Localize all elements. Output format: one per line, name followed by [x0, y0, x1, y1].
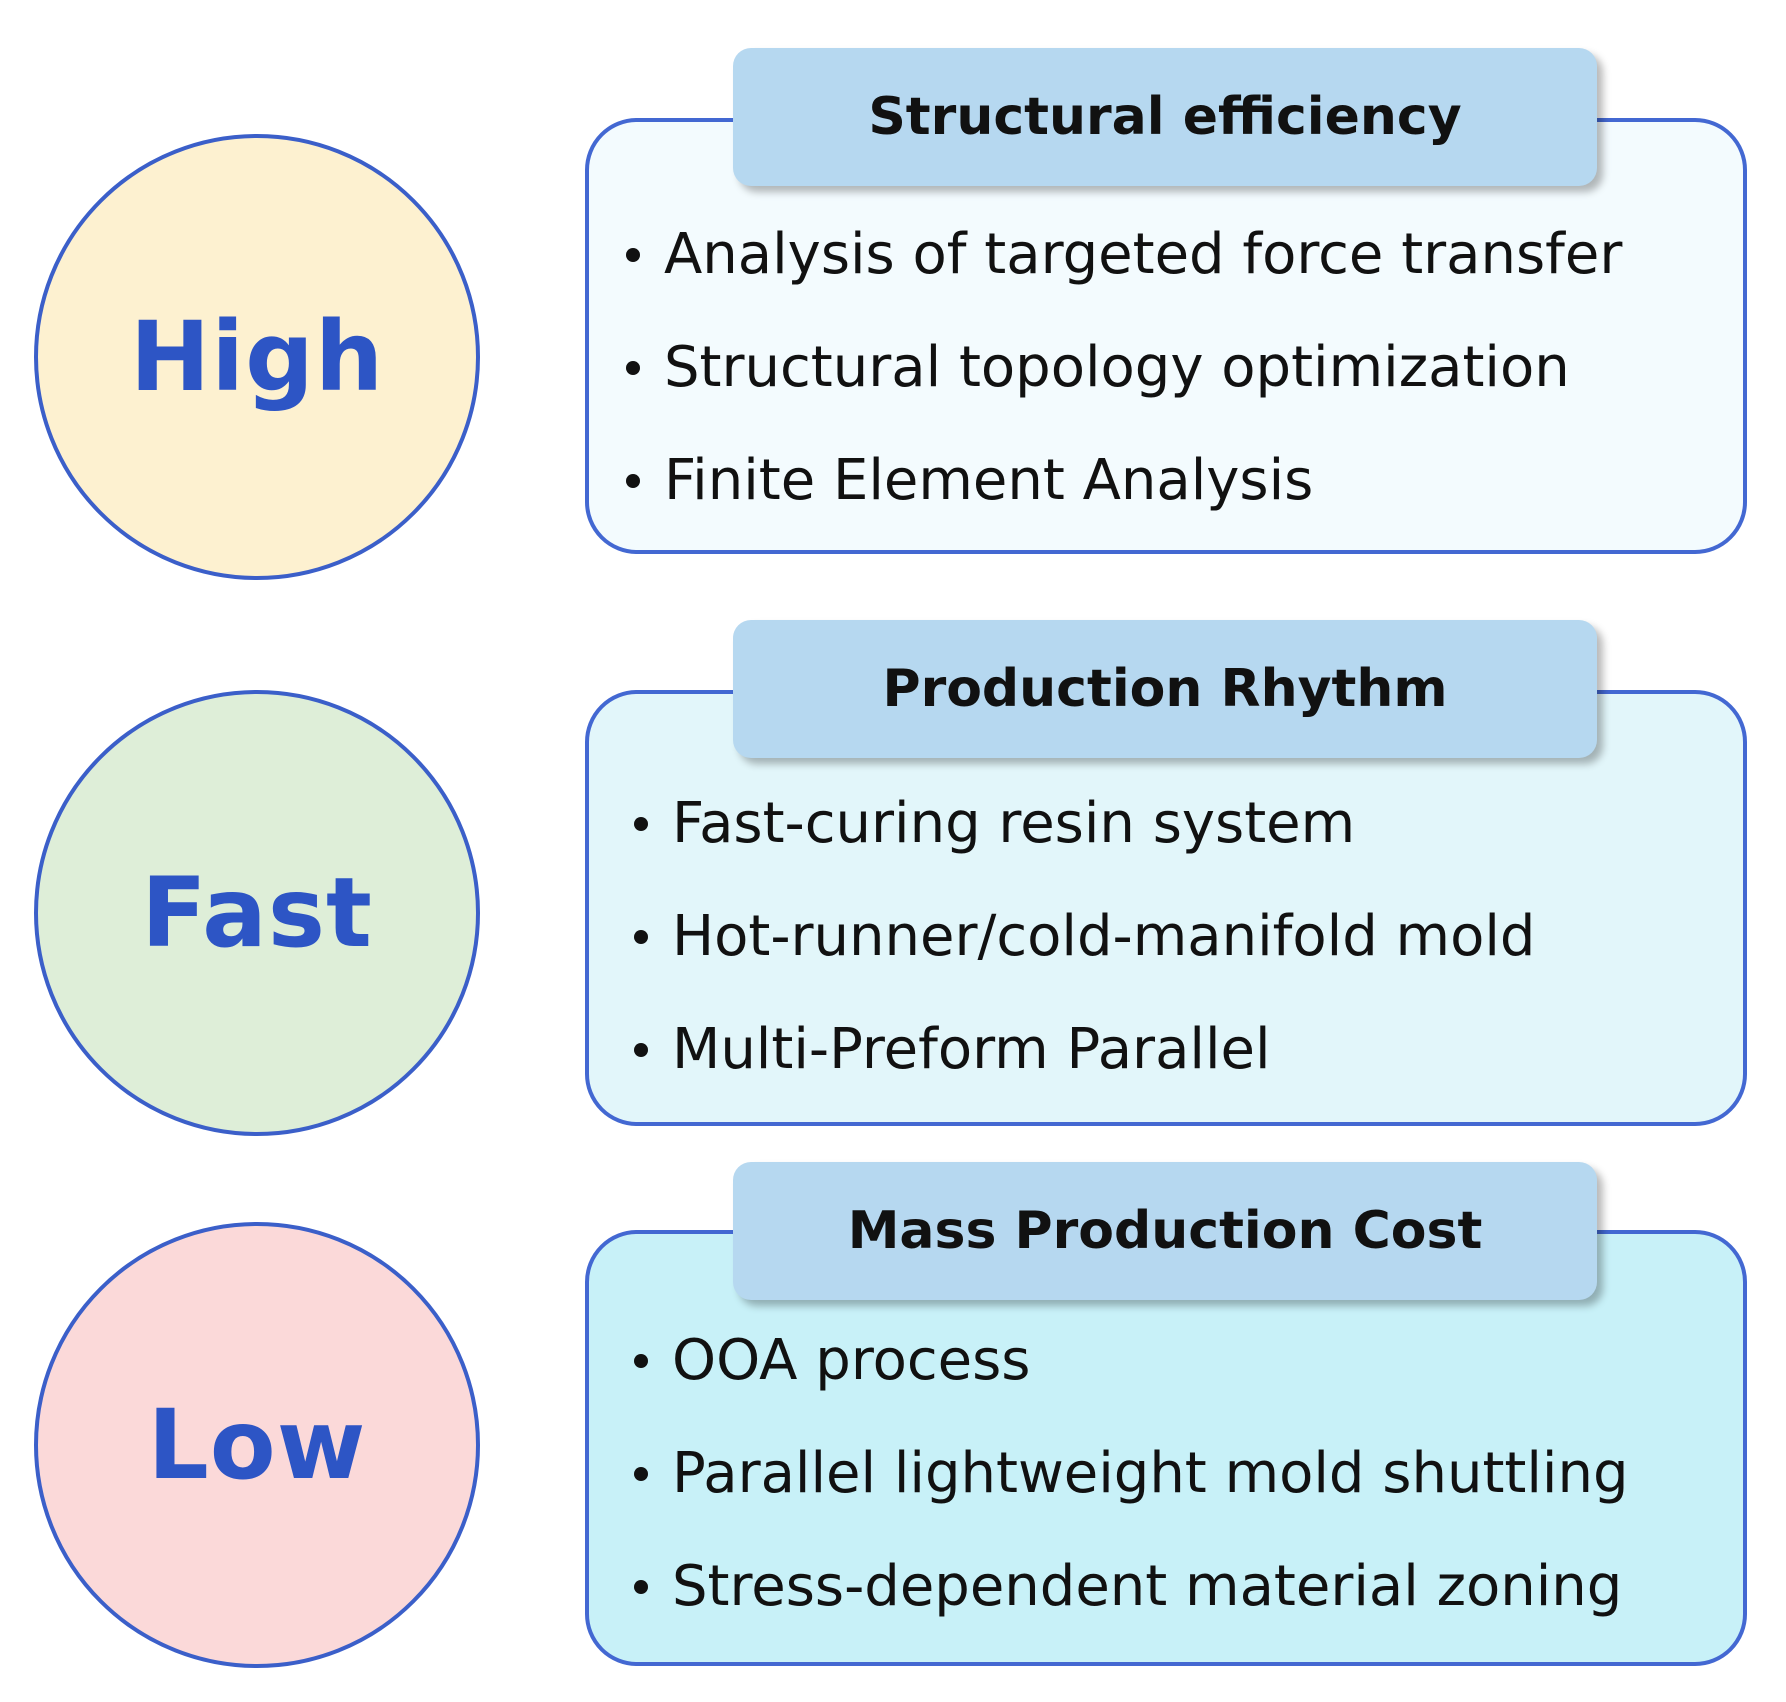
- circle-low: Low: [34, 1222, 480, 1668]
- circle-high: High: [34, 134, 480, 580]
- bullet-dot: [634, 1579, 648, 1594]
- bullet-dot: [634, 816, 648, 831]
- bullet-dot: [626, 247, 640, 262]
- card-mass-production-cost: [585, 1230, 1747, 1666]
- bullet-item: Finite Element Analysis: [626, 424, 1746, 537]
- bullet-item: OOA process: [634, 1304, 1754, 1417]
- bullet-dot: [634, 1353, 648, 1368]
- card-title-mass-production-cost: Mass Production Cost: [733, 1162, 1597, 1300]
- bullet-text: Structural topology optimization: [664, 335, 1570, 400]
- bullet-list-production-rhythm: Fast-curing resin system Hot-runner/cold…: [634, 767, 1754, 1106]
- bullet-item: Hot-runner/cold-manifold mold: [634, 880, 1754, 993]
- bullet-text: Multi-Preform Parallel: [672, 1017, 1271, 1082]
- bullet-text: Hot-runner/cold-manifold mold: [672, 904, 1536, 969]
- bullet-dot: [634, 1466, 648, 1481]
- bullet-item: Multi-Preform Parallel: [634, 993, 1754, 1106]
- bullet-list-mass-production-cost: OOA process Parallel lightweight mold sh…: [634, 1304, 1754, 1643]
- card-title-structural-efficiency: Structural efficiency: [733, 48, 1597, 186]
- bullet-dot: [626, 360, 640, 375]
- bullet-list-structural-efficiency: Analysis of targeted force transfer Stru…: [626, 198, 1746, 537]
- bullet-text: Finite Element Analysis: [664, 448, 1314, 513]
- bullet-text: Fast-curing resin system: [672, 791, 1356, 856]
- circle-fast: Fast: [34, 690, 480, 1136]
- card-production-rhythm: [585, 690, 1747, 1126]
- bullet-item: Analysis of targeted force transfer: [626, 198, 1746, 311]
- bullet-dot: [634, 929, 648, 944]
- bullet-item: Structural topology optimization: [626, 311, 1746, 424]
- bullet-dot: [634, 1042, 648, 1057]
- bullet-text: Analysis of targeted force transfer: [664, 222, 1623, 287]
- card-title-production-rhythm: Production Rhythm: [733, 620, 1597, 758]
- bullet-item: Parallel lightweight mold shuttling: [634, 1417, 1754, 1530]
- bullet-dot: [626, 473, 640, 488]
- circle-label-low: Low: [147, 1389, 367, 1501]
- circle-label-high: High: [129, 301, 385, 413]
- circle-label-fast: Fast: [141, 857, 373, 969]
- bullet-item: Stress-dependent material zoning: [634, 1530, 1754, 1643]
- bullet-text: Parallel lightweight mold shuttling: [672, 1441, 1629, 1506]
- card-structural-efficiency: [585, 118, 1747, 554]
- bullet-text: Stress-dependent material zoning: [672, 1554, 1623, 1619]
- bullet-item: Fast-curing resin system: [634, 767, 1754, 880]
- bullet-text: OOA process: [672, 1328, 1031, 1393]
